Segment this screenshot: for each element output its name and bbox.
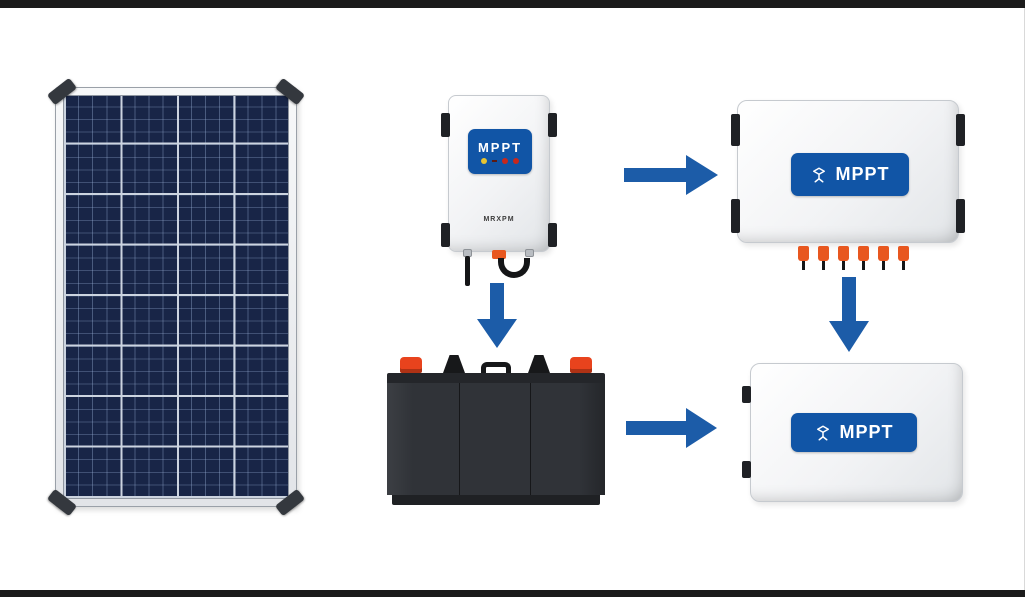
arrow-top-box-to-bottom-box <box>829 277 869 352</box>
mppt-top-label-text: MPPT <box>835 164 890 184</box>
mppt-box-bottom: MPPT <box>742 363 963 502</box>
mount-tab <box>548 223 557 247</box>
orange-connector <box>492 250 506 259</box>
mount-tab <box>548 113 557 137</box>
mppt-logo-icon <box>813 167 826 182</box>
battery-handle <box>443 355 465 373</box>
mppt-charge-controller: MPPT MRXPM <box>441 95 557 286</box>
battery-handle <box>528 355 550 373</box>
mount-tab <box>441 113 450 137</box>
output-pin <box>798 246 809 270</box>
controller-front-label: MPPT <box>468 129 532 174</box>
controller-label-text: MPPT <box>477 139 523 155</box>
led-yellow-icon <box>481 157 487 164</box>
arrow-controller-to-battery <box>477 283 517 348</box>
mppt-logo-icon <box>817 425 830 440</box>
led-red-icon <box>502 157 508 164</box>
output-pin <box>898 246 909 270</box>
mppt-bottom-label-text: MPPT <box>839 422 894 442</box>
mount-tab <box>956 199 965 233</box>
output-pin <box>838 246 849 270</box>
arrow-controller-to-top-box <box>624 155 718 195</box>
mount-tab <box>731 114 740 146</box>
led-red-icon <box>513 157 519 164</box>
mount-tab <box>956 114 965 146</box>
mppt-box-top: MPPT <box>731 100 965 270</box>
mount-tab <box>742 461 751 478</box>
battery-lid <box>387 373 605 383</box>
output-cable <box>465 256 470 286</box>
arrow-battery-to-bottom-box <box>626 408 717 448</box>
battery-terminal <box>400 357 422 373</box>
solar-panel <box>46 77 306 517</box>
mount-tab <box>742 386 751 403</box>
bottom-letterbox-bar <box>0 590 1025 597</box>
mppt-top-label: MPPT <box>791 153 909 196</box>
output-pin <box>818 246 829 270</box>
battery-center-handle <box>481 362 511 373</box>
led-indicator-row <box>481 157 519 164</box>
battery-terminal <box>570 357 592 373</box>
mppt-bottom-label: MPPT <box>791 413 917 452</box>
battery-base <box>392 495 600 505</box>
solar-cell-grid <box>63 95 289 499</box>
output-pin <box>878 246 889 270</box>
terminal-stub <box>525 249 534 257</box>
controller-model-text: MRXPM <box>483 216 515 223</box>
mount-tab <box>731 199 740 233</box>
led-dash-icon <box>492 159 497 162</box>
looped-cable <box>498 258 530 278</box>
battery-body <box>387 383 605 495</box>
top-letterbox-bar <box>0 0 1025 8</box>
mount-tab <box>441 223 450 247</box>
battery <box>387 352 605 505</box>
output-pin <box>858 246 869 270</box>
